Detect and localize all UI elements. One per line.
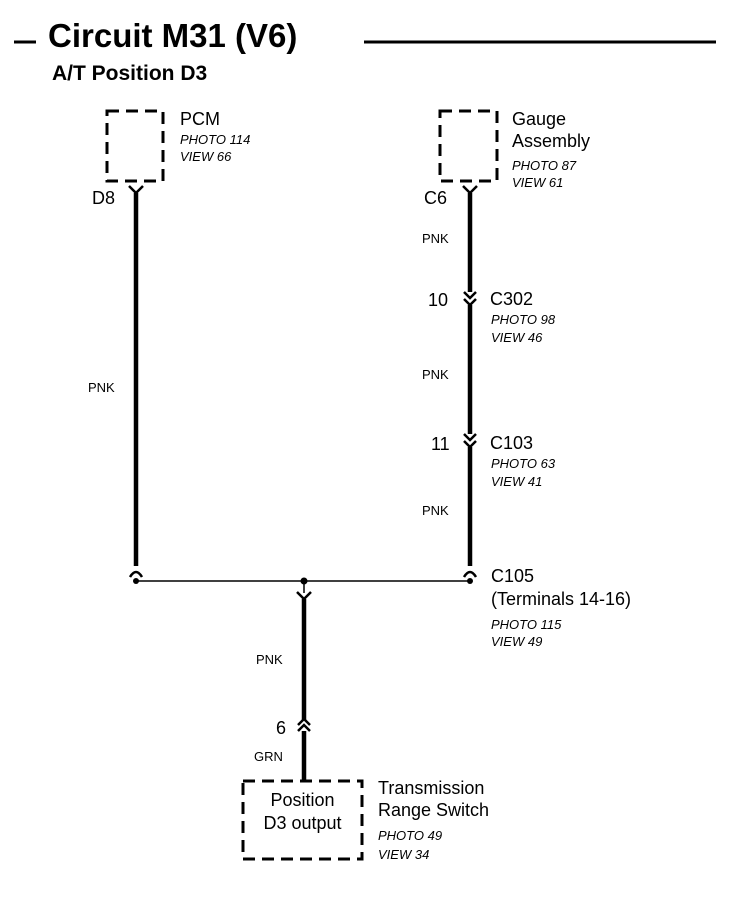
c105-left-socket-icon: [128, 570, 144, 578]
trs-box-line1: Position: [270, 790, 335, 810]
c103-terminal-label: 11: [431, 434, 450, 454]
c302-connector-icon: [463, 291, 477, 307]
c302-view: VIEW 46: [491, 330, 543, 345]
trs-box-line2: D3 output: [263, 813, 342, 833]
gauge-terminal-icon: [462, 185, 478, 195]
pcm-wire-color: PNK: [88, 380, 115, 395]
page-title: Circuit M31 (V6): [48, 17, 298, 54]
c105-detail: (Terminals 14-16): [491, 589, 632, 609]
gauge-name-line1: Gauge: [512, 109, 567, 129]
c103-view: VIEW 41: [491, 474, 543, 489]
c103-photo: PHOTO 63: [491, 456, 556, 471]
trs-connector-icon: [297, 717, 311, 732]
trs-photo: PHOTO 49: [378, 828, 443, 843]
trs-terminal-label: 6: [276, 718, 287, 738]
pcm-photo: PHOTO 114: [180, 132, 251, 147]
c105-right-dot: [467, 578, 473, 584]
gauge-terminal-label: C6: [424, 188, 448, 208]
pcm-name: PCM: [180, 109, 220, 129]
c105-photo: PHOTO 115: [491, 617, 562, 632]
pcm-view: VIEW 66: [180, 149, 232, 164]
trs-name-line1: Transmission: [378, 778, 485, 798]
c302-name: C302: [490, 289, 534, 309]
c103-name: C103: [490, 433, 534, 453]
trs-view: VIEW 34: [378, 847, 430, 862]
gauge-view: VIEW 61: [512, 175, 564, 190]
pcm-terminal-icon: [128, 185, 144, 195]
gauge-box: [438, 109, 499, 183]
gauge-wire-color: PNK: [422, 231, 449, 246]
c105-output-terminal-icon: [296, 591, 312, 601]
page-subtitle: A/T Position D3: [52, 62, 208, 85]
gauge-photo: PHOTO 87: [512, 158, 577, 173]
c105-left-dot: [133, 578, 139, 584]
c302-c103-wire-color: PNK: [422, 367, 449, 382]
c103-c105-wire-color: PNK: [422, 503, 449, 518]
c302-photo: PHOTO 98: [491, 312, 556, 327]
trs-pigtail-wire-color: GRN: [254, 749, 283, 764]
c105-right-socket-icon: [462, 570, 478, 578]
c103-connector-icon: [463, 433, 477, 449]
pcm-terminal-label: D8: [92, 188, 116, 208]
c105-view: VIEW 49: [491, 634, 543, 649]
c105-trs-wire-color: PNK: [256, 652, 283, 667]
c105-name: C105: [491, 566, 535, 586]
pcm-box: [105, 109, 165, 183]
trs-name-line2: Range Switch: [378, 800, 490, 820]
c302-terminal-label: 10: [428, 290, 449, 310]
gauge-name-line2: Assembly: [512, 131, 591, 151]
